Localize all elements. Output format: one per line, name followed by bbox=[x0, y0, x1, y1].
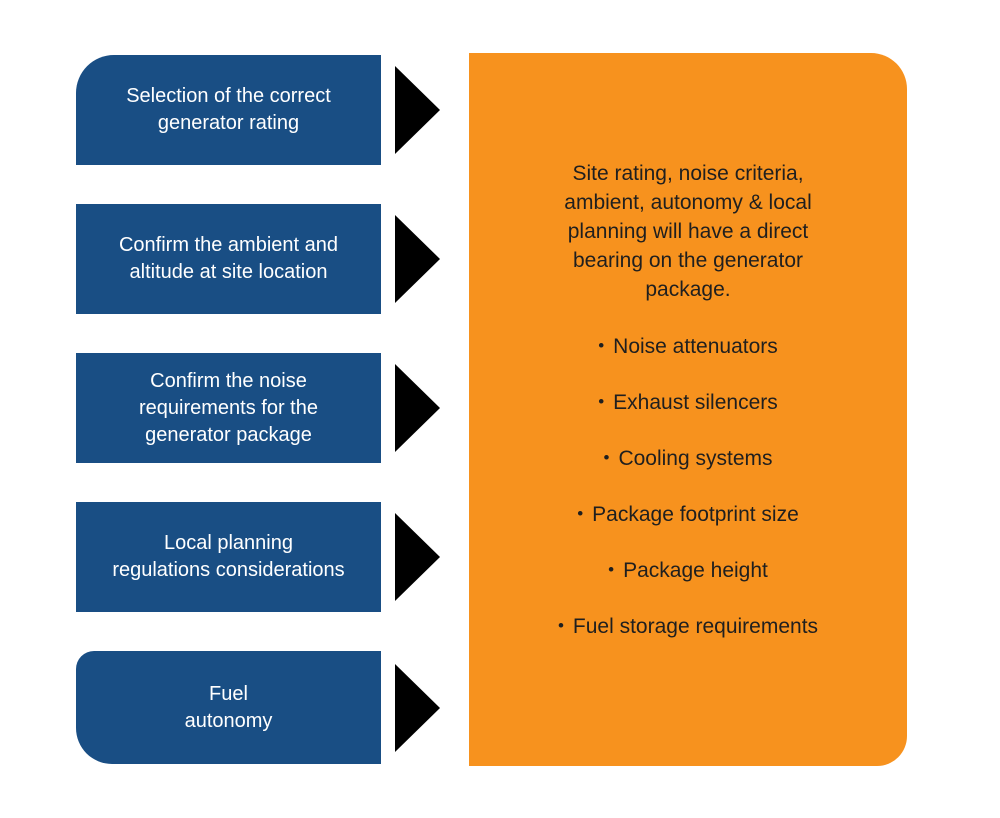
step-label-line: Confirm the noise bbox=[150, 369, 307, 392]
step-row-4: Local planning regulations considerations bbox=[76, 502, 440, 612]
bullet-text: Noise attenuators bbox=[613, 335, 778, 358]
bullet-item: • Noise attenuators bbox=[598, 334, 778, 360]
step-box-4: Local planning regulations considerations bbox=[76, 502, 381, 612]
step-label-line: regulations considerations bbox=[112, 559, 345, 581]
bullet-text: Package footprint size bbox=[592, 503, 799, 526]
panel-intro-text: Site rating, noise criteria, ambient, aut… bbox=[564, 159, 811, 304]
intro-line: Site rating, noise criteria, bbox=[572, 162, 804, 185]
intro-line: planning will have a direct bbox=[567, 220, 809, 243]
bullet-list: • Noise attenuators • Exhaust silencers • Coo… bbox=[558, 334, 818, 640]
details-panel: Site rating, noise criteria, ambient, aut… bbox=[469, 53, 907, 766]
step-label-line: autonomy bbox=[184, 709, 273, 732]
step-box-3: Confirm the noise requirements for the gen… bbox=[76, 353, 381, 463]
bullet-icon: • bbox=[598, 336, 605, 355]
bullet-icon: • bbox=[598, 392, 605, 411]
step-label-line: generator package bbox=[145, 423, 312, 446]
step-box-1: Selection of the correct generator rating bbox=[76, 55, 381, 165]
bullet-icon: • bbox=[557, 616, 564, 635]
step-label-line: requirements for the bbox=[139, 396, 318, 419]
step-row-2: Confirm the ambient and altitude at site … bbox=[76, 204, 440, 314]
bullet-item: • Exhaust silencers bbox=[598, 390, 778, 416]
arrow-right-icon bbox=[395, 513, 440, 601]
arrow-right-icon bbox=[395, 364, 440, 452]
arrow-right-icon bbox=[395, 663, 440, 752]
bullet-icon: • bbox=[577, 504, 584, 523]
step-label-line: altitude at site location bbox=[129, 261, 328, 283]
step-row-1: Selection of the correct generator rating bbox=[76, 55, 440, 165]
intro-line: ambient, autonomy & local bbox=[564, 191, 812, 214]
bullet-icon: • bbox=[608, 560, 615, 579]
steps-column: Selection of the correct generator rating… bbox=[76, 55, 440, 764]
bullet-item: • Fuel storage requirements bbox=[558, 614, 818, 640]
bullet-text: Package height bbox=[623, 559, 768, 582]
step-label-line: Fuel bbox=[209, 682, 248, 705]
step-box-2: Confirm the ambient and altitude at site … bbox=[76, 204, 381, 314]
intro-line: bearing on the generator bbox=[572, 249, 803, 272]
arrow-right-icon bbox=[395, 215, 440, 303]
arrow-right-icon bbox=[395, 66, 440, 154]
intro-line: package. bbox=[645, 278, 731, 301]
step-label-line: Confirm the ambient and bbox=[118, 234, 338, 256]
bullet-icon: • bbox=[603, 448, 610, 467]
bullet-item: • Cooling systems bbox=[603, 446, 772, 472]
bullet-item: • Package footprint size bbox=[577, 502, 799, 528]
step-label-line: Local planning bbox=[164, 532, 293, 554]
bullet-text: Exhaust silencers bbox=[613, 391, 778, 414]
bullet-item: • Package height bbox=[608, 558, 768, 584]
bullet-text: Cooling systems bbox=[618, 447, 773, 470]
step-box-5: Fuel autonomy bbox=[76, 651, 381, 764]
step-row-3: Confirm the noise requirements for the gen… bbox=[76, 353, 440, 463]
step-label-line: Selection of the correct bbox=[126, 85, 331, 107]
step-row-5: Fuel autonomy bbox=[76, 651, 440, 764]
step-label-line: generator rating bbox=[157, 112, 300, 134]
bullet-text: Fuel storage requirements bbox=[572, 615, 819, 638]
